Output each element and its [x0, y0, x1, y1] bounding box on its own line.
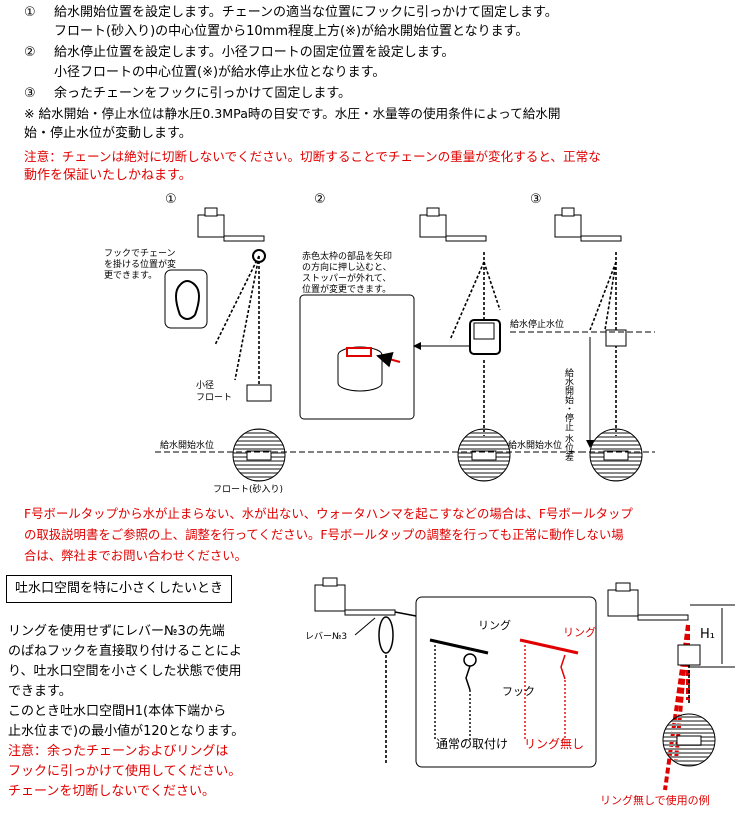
diagram-step2-label: ②	[314, 192, 326, 207]
example-label: リング無しで使用の例	[600, 794, 710, 807]
start-level-label-left: 給水開始水位	[160, 441, 215, 451]
step2-text: 給水停止位置を設定します。小径フロートの固定位置を設定します。	[54, 45, 455, 60]
hook-note-3: 更できます。	[104, 271, 158, 281]
section-body-4: できます。	[8, 684, 72, 699]
diagram-step1-label: ①	[165, 192, 177, 207]
step3-number: ③	[24, 86, 36, 101]
section-body-5: このとき吐水口空間H1(本体下端から	[8, 704, 227, 719]
section-body-6: 止水位まで)の最小値が120となります。	[8, 724, 245, 739]
section-body-3: り、吐水口空間を小さくした状態で使用	[8, 664, 242, 679]
hook-note-1: フックでチェーン	[104, 249, 176, 259]
hook-label: フック	[502, 685, 535, 698]
section-body-1: リングを使用せずにレバー№3の先端	[8, 624, 225, 639]
section-caution-2: フックに引っかけて使用してください。	[8, 764, 242, 779]
zoom-note-1: 赤色太枠の部品を矢印	[302, 252, 393, 262]
zoom-note-2: の方向に押し込むと、	[302, 263, 392, 273]
step2-text-2: 小径フロートの中心位置(※)が給水停止水位となります。	[54, 65, 386, 80]
warning-line-1: F号ボールタップから水が止まらない、水が出ない、ウォータハンマを起こすなどの場合…	[24, 506, 633, 521]
ring-label-right: リング	[563, 626, 596, 639]
step1-text-2: フロート(砂入り)の中心位置から10mm程度上方(※)が給水開始位置となります。	[54, 24, 529, 39]
lever-label: レバー№3	[305, 632, 348, 642]
warning-line-2: の取扱説明書をご参照の上、調整を行ってください。F号ボールタップの調整を行っても…	[24, 527, 624, 542]
ball-tap-valve-3	[554, 207, 622, 242]
caution-text: 注意：チェーンは絶対に切断しないでください。切断することでチェーンの重量が変化す…	[24, 149, 601, 164]
ball-tap-valve-2	[419, 207, 487, 242]
no-ring-label: リング無し	[524, 737, 585, 751]
step1-number: ①	[24, 5, 36, 20]
ball-float-2	[457, 428, 511, 482]
level-difference-label: 給水開始・停止 水位差	[563, 368, 573, 461]
ball-tap-valve-1	[197, 207, 265, 242]
step2-number: ②	[24, 45, 36, 60]
section-caution-3: チェーンを切断しないでください。	[8, 784, 215, 799]
h1-label: H₁	[700, 627, 715, 642]
ball-float-3	[589, 428, 643, 482]
ball-tap-valve-4	[314, 577, 396, 616]
zoom-note-4: 位置が変更できます。	[302, 285, 392, 295]
note-text: ※ 給水開始・停止水位は静水圧0.3MPa時の目安です。水圧・水量等の使用条件に…	[24, 106, 561, 121]
start-level-label-right: 給水開始水位	[508, 441, 563, 451]
hook-note-2: を掛ける位置が変	[104, 260, 177, 270]
caution-text-2: 動作を保証いたしかねます。	[24, 168, 192, 183]
section-caution-1: 注意：余ったチェーンおよびリングは	[8, 744, 229, 759]
small-float-label-1: 小径	[196, 381, 215, 391]
ball-float-1	[232, 428, 286, 482]
stop-level-label: 給水停止水位	[510, 320, 565, 330]
small-float-label-2: フロート	[196, 393, 233, 403]
diagram-step3-label: ③	[530, 192, 542, 207]
normal-mount-label: 通常の取付け	[436, 737, 509, 751]
warning-line-3: 合は、弊社までお問い合わせください。	[24, 548, 248, 563]
float-sand-label: フロート(砂入り)	[213, 485, 284, 495]
section-body-2: のばねフックを直接取り付けることによ	[8, 644, 243, 659]
note-text-2: 始・停止水位が変動します。	[24, 126, 192, 141]
ring-label-left: リング	[478, 619, 511, 632]
ball-tap-valve-5	[607, 582, 689, 621]
zoom-note-3: ストッパーが外れて、	[302, 274, 392, 284]
step3-text: 余ったチェーンをフックに引っかけて固定します。	[54, 86, 352, 101]
step1-text: 給水開始位置を設定します。チェーンの適当な位置にフックに引っかけて固定します。	[54, 5, 558, 20]
section-title: 吐水口空間を特に小さくしたいとき	[6, 575, 233, 603]
